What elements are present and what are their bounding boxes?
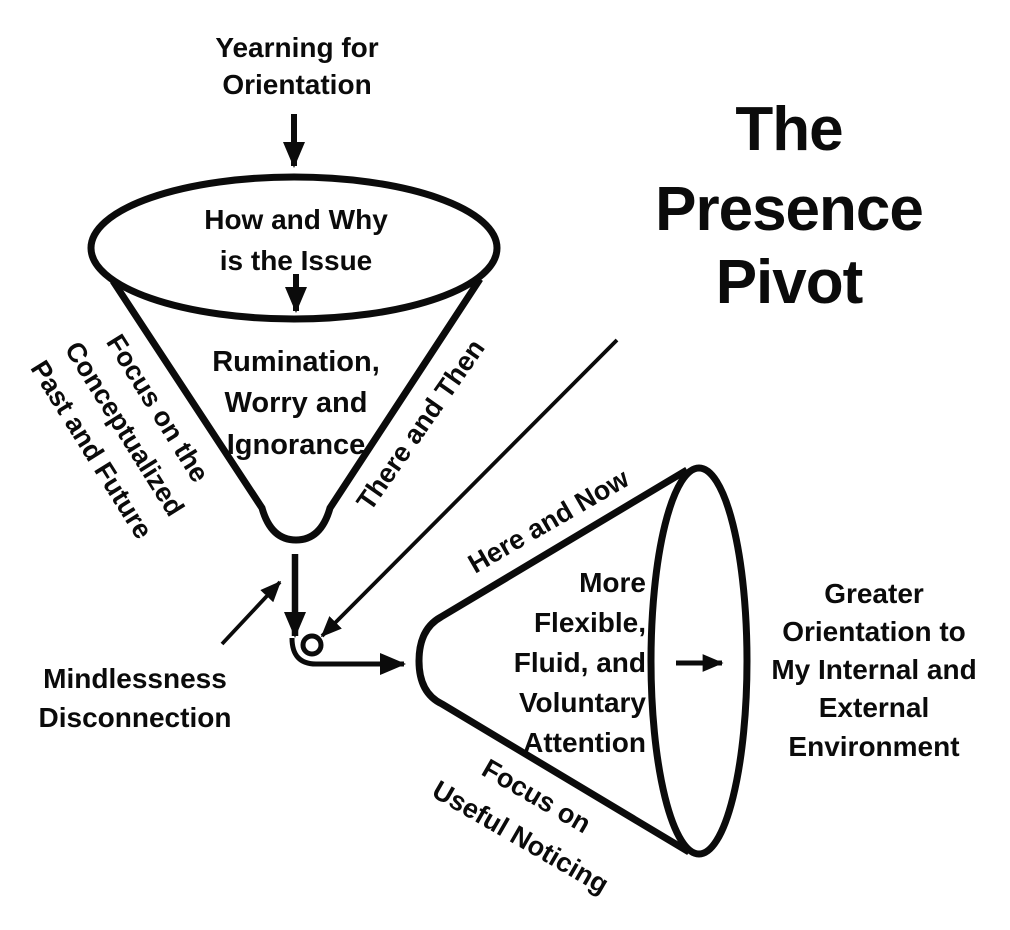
mindlessness-label-line-1: Mindlessness [43,663,227,694]
outcome-label-line-1: Greater [824,578,924,609]
page-title: The Presence Pivot [655,95,924,317]
mindlessness-label-line-2: Disconnection [39,702,232,733]
yearning-label-line-2: Orientation [222,69,371,100]
elbow-arrow-to-right-funnel [289,637,406,675]
attention-label-line-1: More [579,567,646,598]
title-line-2: Presence [655,175,923,244]
body-label-line-1: Rumination, [212,346,380,378]
left-funnel-body-label: Rumination, Worry and Ignorance [212,346,380,461]
left-funnel-opening-ellipse [87,173,501,323]
outcome-label: Greater Orientation to My Internal and E… [771,578,976,762]
right-funnel-bottom-side-label: Focus on Useful Noticing [427,753,613,899]
pivot-point-circle [300,633,324,657]
outcome-label-line-2: Orientation to [782,616,966,647]
diagonal-arrow-there-to-pivot [320,338,619,638]
title-line-1: The [735,95,842,164]
left-funnel-left-side-label: Focus on the Conceptualized Past and Fut… [25,329,215,544]
left-funnel-opening-label: How and Why is the Issue [204,204,388,276]
arrow-mindlessness-to-pivot [220,580,282,646]
outcome-label-line-3: My Internal and [771,654,976,685]
mindlessness-label: Mindlessness Disconnection [39,663,232,733]
yearning-label-line-1: Yearning for [215,32,378,63]
attention-label-line-3: Fluid, and [514,647,646,678]
right-funnel-top-side-label: Here and Now [463,463,635,579]
opening-label-line-1: How and Why [204,204,388,235]
body-label-line-3: Ignorance [227,429,366,461]
attention-label-line-4: Voluntary [519,687,646,718]
opening-label-line-2: is the Issue [220,245,373,276]
attention-label-line-2: Flexible, [534,607,646,638]
body-label-line-2: Worry and [225,387,368,419]
title-line-3: Pivot [716,248,863,317]
right-funnel-body-label: More Flexible, Fluid, and Voluntary Atte… [514,567,647,758]
outcome-label-line-4: External [819,692,930,723]
left-funnel-cone [110,277,483,544]
yearning-label: Yearning for Orientation [215,32,378,100]
attention-label-line-5: Attention [523,727,646,758]
outcome-label-line-5: Environment [788,731,959,762]
right-funnel-cone [415,466,691,856]
